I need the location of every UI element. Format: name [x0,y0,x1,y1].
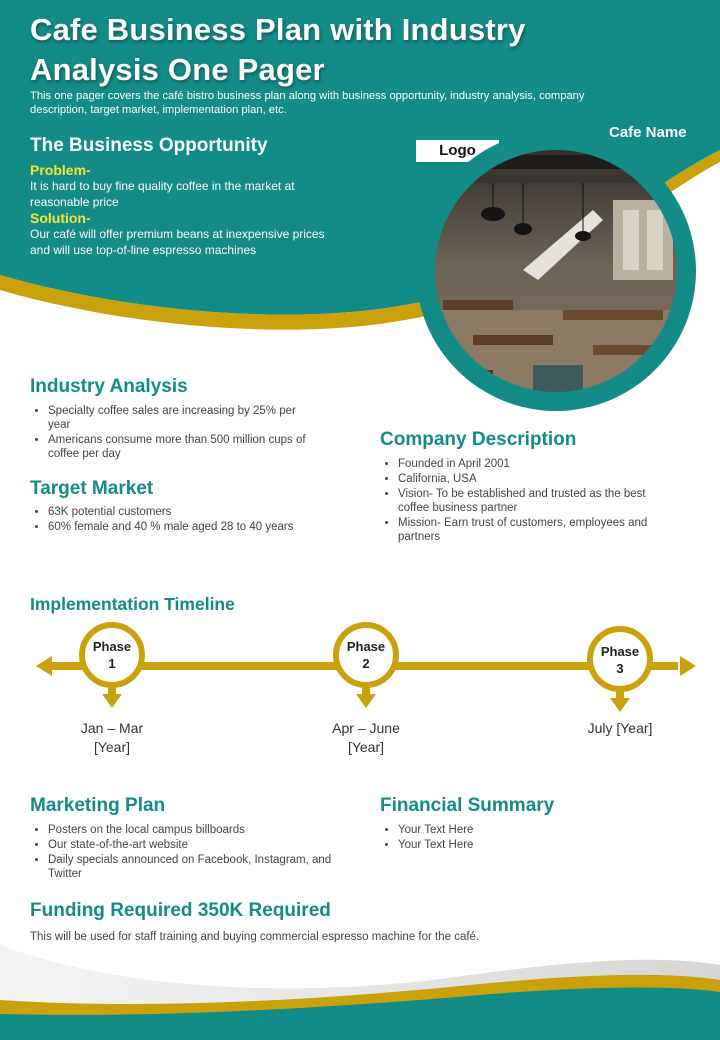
cafe-interior-photo [416,140,696,411]
phase-2-marker: Phase 2 [336,638,396,672]
title-line-1: Cafe Business Plan with Industry [30,12,526,47]
marketing-plan-list: Posters on the local campus billboards O… [30,823,340,881]
phase-1-date: Jan – Mar [Year] [52,719,172,757]
business-opportunity-title: The Business Opportunity [30,135,268,156]
list-item: 60% female and 40 % male aged 28 to 40 y… [48,520,340,534]
list-item: Vision- To be established and trusted as… [398,487,660,515]
target-market-title: Target Market [30,478,154,499]
list-item: Founded in April 2001 [398,457,660,471]
phase-2-number: 2 [362,656,370,671]
financial-summary-section: Financial Summary Your Text Here Your Te… [380,795,660,853]
company-description-section: Company Description Founded in April 200… [380,429,660,545]
cafe-name: Cafe Name [609,124,687,141]
list-item: Posters on the local campus billboards [48,823,340,837]
phase-2-label: Phase [346,639,386,654]
list-item: 63K potential customers [48,505,340,519]
marketing-plan-section: Marketing Plan Posters on the local camp… [30,795,340,882]
funding-title: Funding Required 350K Required [30,900,331,921]
target-market-section: Target Market 63K potential customers 60… [30,478,340,535]
solution-line-2: and will use top-of-line espresso machin… [30,243,257,257]
solution-text: Our café will offer premium beans at ine… [30,226,380,258]
problem-text: It is hard to buy fine quality coffee in… [30,178,380,210]
company-description-title: Company Description [380,429,577,450]
subtitle-line-2: description, target market, implementati… [30,104,287,116]
phase-1-label: Phase [92,639,132,654]
list-item: Daily specials announced on Facebook, In… [48,853,340,881]
industry-analysis-section: Industry Analysis Specialty coffee sales… [30,376,320,462]
list-item: Your Text Here [398,838,660,852]
phase-3-number: 3 [616,661,624,676]
phase-1-number: 1 [108,656,116,671]
industry-analysis-list: Specialty coffee sales are increasing by… [30,404,320,461]
list-item: Our state-of-the-art website [48,838,340,852]
subtitle-line-1: This one pager covers the café bistro bu… [30,90,585,102]
phase-2-date-line-2: [Year] [347,739,385,755]
timeline-graphic [36,622,696,712]
company-description-list: Founded in April 2001 California, USA Vi… [380,457,660,544]
phase-1-marker: Phase 1 [82,638,142,672]
list-item: Mission- Earn trust of customers, employ… [398,516,660,544]
phase-3-marker: Phase 3 [590,643,650,677]
page-title: Cafe Business Plan with Industry Analysi… [30,10,700,90]
phase-2-date: Apr – June [Year] [306,719,426,757]
solution-label: Solution- [30,210,91,226]
phase-3-date: July [Year] [560,719,680,738]
implementation-timeline-title: Implementation Timeline [30,594,235,614]
phase-1-date-line-1: Jan – Mar [80,720,144,736]
solution-line-1: Our café will offer premium beans at ine… [30,227,325,241]
implementation-timeline-title-wrap: Implementation Timeline [30,594,235,615]
problem-line-2: reasonable price [30,195,119,209]
phase-3-date-line-1: July [Year] [587,720,653,736]
problem-line-1: It is hard to buy fine quality coffee in… [30,179,295,193]
target-market-list: 63K potential customers 60% female and 4… [30,505,340,534]
problem-label: Problem- [30,162,91,178]
industry-analysis-title: Industry Analysis [30,376,188,397]
marketing-plan-title: Marketing Plan [30,795,166,816]
list-item: California, USA [398,472,660,486]
funding-section: Funding Required 350K Required This will… [30,900,690,943]
phase-2-date-line-1: Apr – June [332,720,400,736]
title-line-2: Analysis One Pager [30,52,325,87]
financial-summary-list: Your Text Here Your Text Here [380,823,660,852]
funding-text: This will be used for staff training and… [30,931,480,943]
page-subtitle: This one pager covers the café bistro bu… [30,89,700,117]
list-item: Americans consume more than 500 million … [48,433,320,461]
footer-wave [0,945,720,1040]
list-item: Specialty coffee sales are increasing by… [48,404,320,432]
list-item: Your Text Here [398,823,660,837]
business-opportunity-section: The Business Opportunity Problem- It is … [30,135,380,258]
phase-1-date-line-2: [Year] [93,739,131,755]
financial-summary-title: Financial Summary [380,795,555,816]
phase-3-label: Phase [600,644,640,659]
